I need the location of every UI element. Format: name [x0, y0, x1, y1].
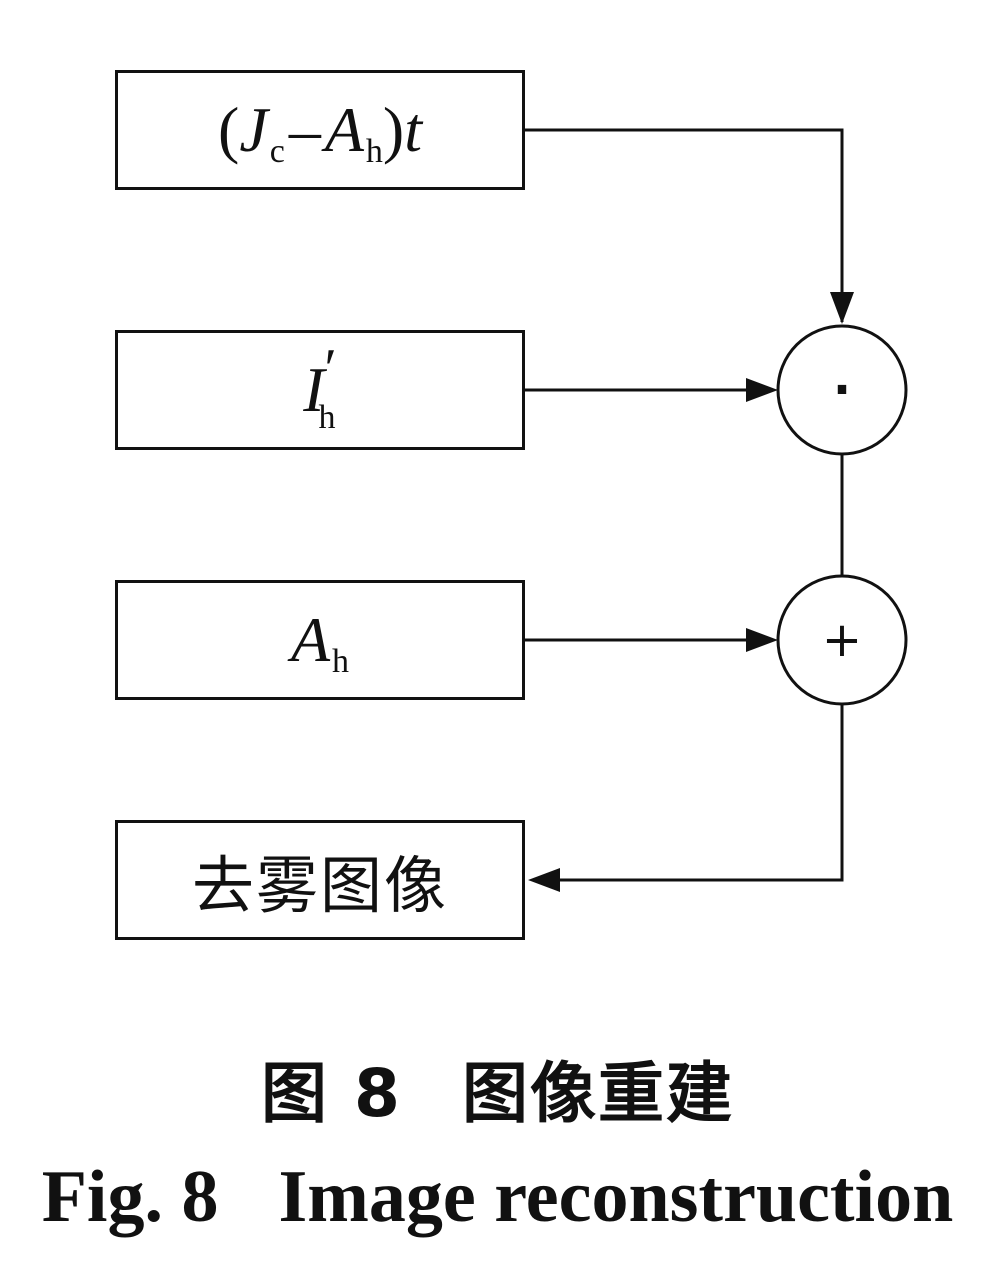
- symbol-I: I: [303, 354, 325, 425]
- caption-en-title: Image reconstruction: [278, 1156, 954, 1238]
- subscript-h: h: [318, 399, 336, 436]
- symbol-J: J: [239, 94, 268, 165]
- prime-mark: ′: [324, 338, 337, 400]
- subscript-h: h: [365, 133, 383, 170]
- arrow-down-to-multiply: [830, 292, 854, 324]
- add-symbol: +: [778, 576, 906, 704]
- wire-add-to-output: [560, 704, 844, 882]
- symbol-A: A: [290, 604, 331, 675]
- output-label: 去雾图像: [191, 849, 448, 922]
- box-atmospheric-light: A h: [115, 580, 525, 700]
- caption-cn-figure-number: 图 8: [261, 1055, 402, 1132]
- arrow-right-to-add: [746, 628, 778, 652]
- symbol-A: A: [324, 94, 364, 165]
- caption-chinese: 图 8 图像重建: [0, 1040, 995, 1136]
- paren-open: (: [218, 94, 240, 165]
- paren-close: ): [382, 94, 405, 165]
- plus-sign: +: [821, 612, 863, 668]
- arrow-left-to-output: [528, 868, 560, 892]
- box-hazy-image: I ′ h: [115, 330, 525, 450]
- box-transmission-term: ( J c – A h ) t: [115, 70, 525, 190]
- symbol-t: t: [404, 94, 422, 165]
- multiply-symbol: ·: [778, 326, 906, 454]
- subscript-h: h: [332, 643, 350, 680]
- minus-sign: –: [288, 94, 321, 165]
- subscript-c: c: [269, 133, 285, 170]
- arrow-right-to-multiply: [746, 378, 778, 402]
- box-dehazed-image: 去雾图像: [115, 820, 525, 940]
- wire-top-to-multiply: [525, 128, 844, 322]
- multiply-dot: ·: [832, 362, 852, 418]
- caption-cn-title: 图像重建: [461, 1055, 734, 1132]
- caption-english: Fig. 8 Image reconstruction: [0, 1155, 995, 1240]
- caption-en-figure-number: Fig. 8: [41, 1156, 219, 1238]
